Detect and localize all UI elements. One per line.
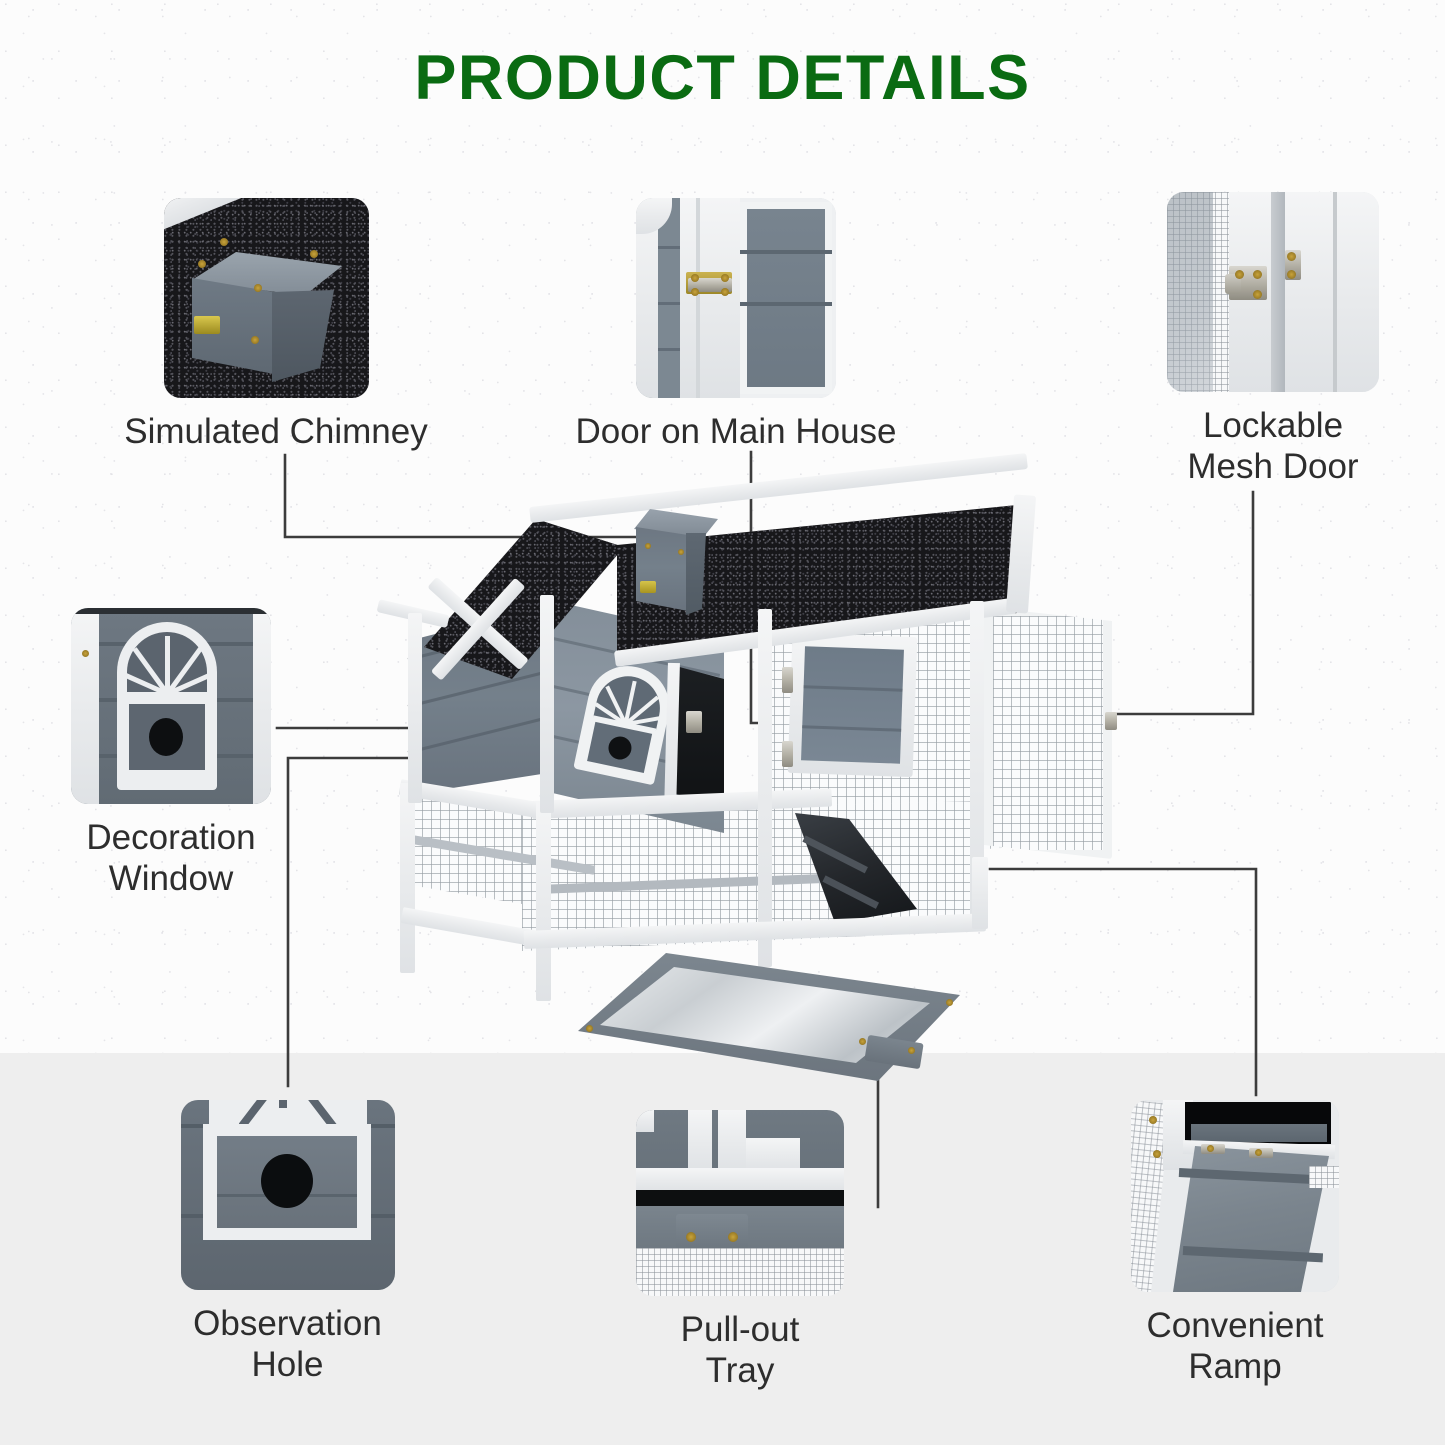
right-window-hinge-top	[782, 667, 793, 693]
callout-door-on-main-house[interactable]: Door on Main House	[556, 198, 916, 453]
observation-hole-glyph	[260, 1154, 313, 1208]
bottom-rail-left	[400, 907, 544, 948]
callout-simulated-chimney[interactable]: Simulated Chimney	[108, 198, 448, 453]
house-door-latch	[686, 711, 702, 733]
callout-pull-out-tray[interactable]: Pull-out Tray	[620, 1110, 860, 1391]
house-doorway-opening	[672, 665, 724, 807]
callout-pull-out-tray-image	[636, 1110, 844, 1296]
callout-observation-hole-image	[180, 1100, 395, 1290]
chimney-side	[686, 533, 706, 615]
callout-convenient-ramp-image	[1131, 1100, 1339, 1292]
bottom-post-right	[972, 857, 988, 929]
callout-lockable-mesh-door-image	[1167, 192, 1379, 392]
callout-convenient-ramp[interactable]: Convenient Ramp	[1110, 1100, 1360, 1387]
callout-decoration-window-label: Decoration Window	[86, 818, 256, 898]
post-right-inner	[970, 601, 984, 931]
callout-door-on-main-house-image	[636, 198, 836, 398]
callout-lockable-mesh-door[interactable]: Lockable Mesh Door	[1143, 192, 1403, 487]
callout-decoration-window[interactable]: Decoration Window	[46, 608, 296, 899]
pull-out-tray-part	[578, 953, 960, 1081]
right-wall-window	[787, 632, 918, 778]
chimney-bracket	[640, 581, 656, 593]
product-illustration	[372, 453, 1117, 1083]
mesh-door-hinge	[1105, 712, 1117, 730]
right-window-hinge-bottom	[782, 741, 793, 767]
callout-door-on-main-house-label: Door on Main House	[575, 412, 897, 451]
lockable-mesh-door-part	[984, 607, 1112, 859]
chimney-front	[636, 527, 688, 611]
post-gable-right	[540, 595, 554, 813]
callout-simulated-chimney-label: Simulated Chimney	[124, 412, 428, 451]
callout-observation-hole-label: Observation Hole	[193, 1304, 382, 1384]
post-gable-left	[408, 613, 422, 803]
callout-pull-out-tray-label: Pull-out Tray	[680, 1310, 800, 1390]
simulated-chimney-part	[634, 509, 718, 619]
callout-decoration-window-image	[71, 608, 271, 804]
post-center-right	[758, 609, 772, 967]
callout-lockable-mesh-door-label: Lockable Mesh Door	[1187, 406, 1359, 486]
page-title: PRODUCT DETAILS	[414, 43, 1031, 113]
callout-observation-hole[interactable]: Observation Hole	[160, 1100, 415, 1385]
callout-simulated-chimney-image	[164, 198, 369, 398]
leg-front-left	[400, 783, 415, 973]
callout-convenient-ramp-label: Convenient Ramp	[1146, 1306, 1324, 1386]
leg-center-front	[536, 801, 551, 1001]
